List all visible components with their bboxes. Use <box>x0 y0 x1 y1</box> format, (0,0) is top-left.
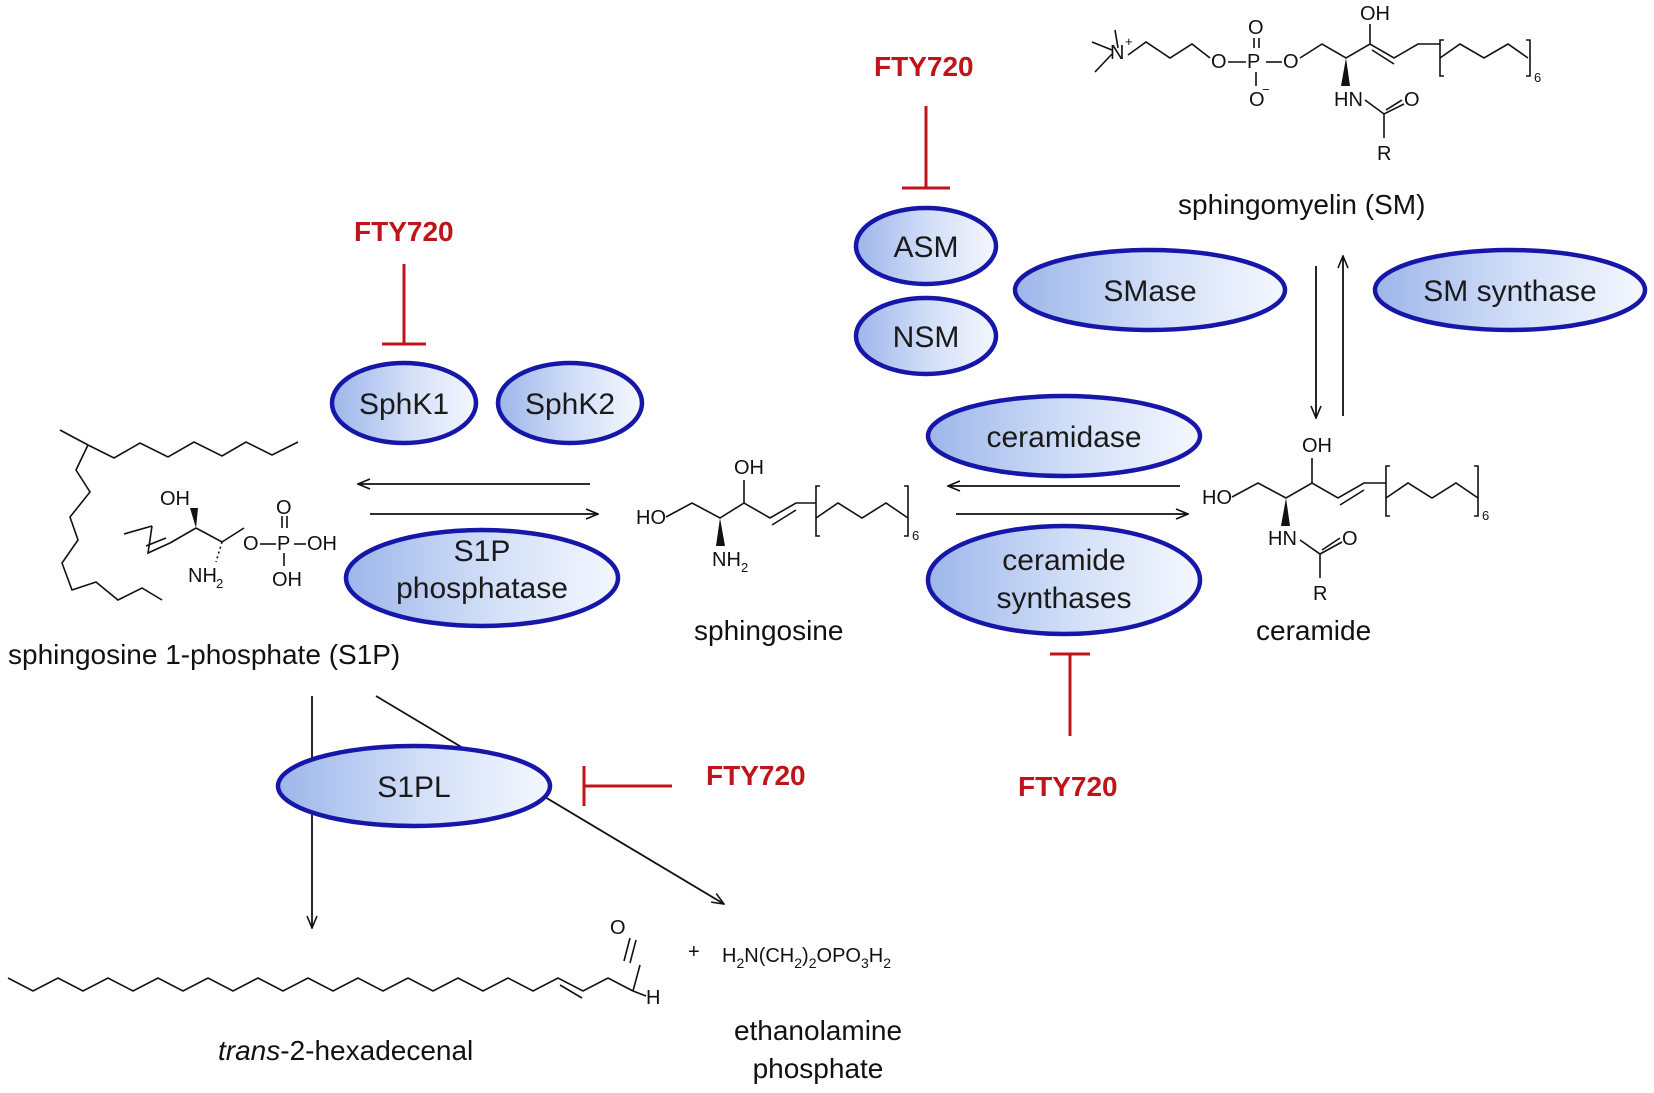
s1p-o-ester: O <box>243 533 259 555</box>
ceramide-carbonyl-o: O <box>1342 528 1358 550</box>
ethanolamine-phosphate-formula: H2N(CH2)2OPO3H2 <box>722 945 891 971</box>
sm-hn: HN <box>1334 89 1363 111</box>
sm-p-atom: P <box>1247 51 1260 73</box>
sm-synthase-label: SM synthase <box>1423 275 1596 308</box>
s1pl-enzyme <box>275 743 553 829</box>
formula-part-a: H <box>722 945 736 967</box>
sm-n-atom: N <box>1110 42 1124 64</box>
fty720-ceramide-synthases-inhibition-bar <box>1050 652 1090 736</box>
s1p-p-o: O <box>276 497 292 519</box>
fty720-ceramide-synthases-label: FTY720 <box>1018 771 1118 802</box>
nsm-label: NSM <box>893 321 960 354</box>
ceramide-synthases-label-2: synthases <box>996 582 1131 615</box>
s1p-phosphatase-label-2: phosphatase <box>396 572 568 605</box>
ceramidase-label: ceramidase <box>986 421 1141 454</box>
sphingosine-label: sphingosine <box>694 615 843 646</box>
sphk1-label: SphK1 <box>359 388 449 421</box>
hexadecenal-structure: O H <box>7 917 660 1009</box>
sm-o-charge: − <box>1262 82 1270 97</box>
sphingosine-nh2: NH <box>712 549 741 571</box>
formula-part-d-sub: 3 <box>861 955 869 971</box>
sphk2-enzyme <box>495 360 645 446</box>
smase-label: SMase <box>1103 275 1196 308</box>
fty720-s1pl-label: FTY720 <box>706 760 806 791</box>
sphingosine-ho: HO <box>636 507 666 529</box>
s1pl-label: S1PL <box>377 771 450 804</box>
sphk1-enzyme <box>329 360 479 446</box>
s1p-structure: OH NH 2 O P O OH OH <box>59 429 337 601</box>
sm-o-atom-1: O <box>1211 51 1227 73</box>
sm-n-charge: + <box>1125 34 1133 49</box>
smase-enzyme <box>1012 247 1288 333</box>
sphingosine-oh: OH <box>734 457 764 479</box>
ethanolamine-phosphate-label-1: ethanolamine <box>734 1015 902 1046</box>
s1p-phosphatase-enzyme <box>343 527 621 629</box>
formula-part-d: OPO <box>817 945 861 967</box>
hexadecenal-o: O <box>610 917 626 939</box>
hexadecenal-h: H <box>646 987 660 1009</box>
hexadecenal-label-rest: -2-hexadecenal <box>280 1035 473 1066</box>
formula-part-e-sub: 2 <box>883 955 891 971</box>
formula-part-b: N(CH <box>744 945 794 967</box>
s1p-nh2-sub: 2 <box>216 576 223 591</box>
ceramide-label: ceramide <box>1256 615 1371 646</box>
asm-enzyme <box>853 205 999 287</box>
ceramide-synthases-enzyme <box>925 523 1203 637</box>
sm-synthase-enzyme <box>1372 247 1648 333</box>
ceramide-repeat: 6 <box>1482 508 1489 523</box>
sphk2-label: SphK2 <box>525 388 615 421</box>
sphingosine-repeat: 6 <box>912 528 919 543</box>
s1p-p-oh-right: OH <box>307 533 337 555</box>
s1p-oh: OH <box>160 488 190 510</box>
ceramide-ho: HO <box>1202 487 1232 509</box>
s1p-phosphatase-label-1: S1P <box>454 535 511 568</box>
sm-carbonyl-o: O <box>1404 89 1420 111</box>
ceramide-synthases-label-1: ceramide <box>1002 544 1125 577</box>
sphingosine-nh2-sub: 2 <box>741 560 748 575</box>
ceramide-structure: HO OH HN O R 6 <box>1202 435 1489 605</box>
s1p-nh2: NH <box>188 565 217 587</box>
plus-sign: + <box>688 941 700 963</box>
sphingomyelin-structure: N + O P O O − O OH HN O R 6 <box>1091 3 1541 165</box>
sphingomyelin-label: sphingomyelin (SM) <box>1178 189 1425 220</box>
ceramide-oh: OH <box>1302 435 1332 457</box>
hexadecenal-label: trans-2-hexadecenal <box>218 1035 473 1066</box>
fty720-sphk1-label: FTY720 <box>354 216 454 247</box>
fty720-asm-label: FTY720 <box>874 51 974 82</box>
sm-oh: OH <box>1360 3 1390 25</box>
s1p-p: P <box>277 533 290 555</box>
asm-label: ASM <box>893 231 958 264</box>
formula-part-b-sub: 2 <box>794 955 802 971</box>
formula-part-a-sub: 2 <box>736 955 744 971</box>
ceramide-hn: HN <box>1268 528 1297 550</box>
formula-part-c-sub: 2 <box>809 955 817 971</box>
sm-o-atom-bottom: O <box>1249 89 1265 111</box>
sm-repeat: 6 <box>1534 70 1541 85</box>
s1p-label: sphingosine 1-phosphate (S1P) <box>8 639 400 670</box>
nsm-enzyme <box>853 295 999 377</box>
sm-o-atom-top: O <box>1248 17 1264 39</box>
hexadecenal-label-italic: trans <box>218 1035 280 1066</box>
formula-part-c: ) <box>802 945 809 967</box>
sm-r-group: R <box>1377 143 1391 165</box>
fty720-sphk1-inhibition-bar <box>382 264 426 346</box>
sphingosine-structure: HO OH NH 2 6 <box>636 457 919 575</box>
sm-o-atom-2: O <box>1283 51 1299 73</box>
formula-part-e: H <box>869 945 883 967</box>
fty720-asm-inhibition-bar <box>902 106 950 190</box>
ceramidase-enzyme <box>925 393 1203 479</box>
fty720-s1pl-inhibition-bar <box>582 766 672 806</box>
s1p-p-oh-bottom: OH <box>272 569 302 591</box>
ceramide-r-group: R <box>1313 583 1327 605</box>
ethanolamine-phosphate-label-2: phosphate <box>753 1053 884 1084</box>
arrow-s1p-to-ethanolamine-phosphate <box>375 695 724 904</box>
